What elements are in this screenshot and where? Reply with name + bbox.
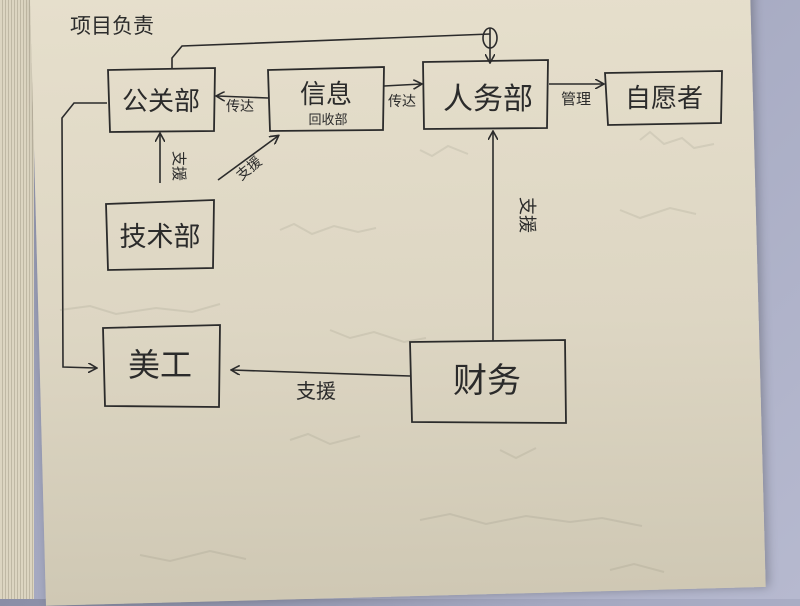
arrow-info-to-hr bbox=[383, 84, 421, 86]
label-info-to-pr: 传达 bbox=[226, 99, 254, 115]
node-info: 信息 bbox=[300, 80, 352, 110]
label-info-to-hr: 传达 bbox=[388, 94, 416, 110]
finance-box bbox=[409, 339, 567, 424]
tech-box bbox=[105, 199, 215, 271]
info-box bbox=[267, 66, 385, 132]
node-hr: 人务部 bbox=[443, 82, 533, 117]
volunteer-box bbox=[604, 70, 723, 126]
arrow-tech-to-info bbox=[217, 136, 278, 181]
label-tech-to-pr: 支援 bbox=[170, 151, 188, 181]
art-box bbox=[102, 324, 221, 408]
node-art: 美工 bbox=[128, 346, 192, 384]
node-tech: 技术部 bbox=[120, 222, 201, 253]
node-pr: 公关部 bbox=[122, 87, 200, 117]
label-hr-to-volunteer: 管理 bbox=[561, 90, 591, 108]
node-info-sub: 回收部 bbox=[308, 113, 347, 128]
arrow-pr-to-art bbox=[61, 102, 107, 368]
label-finance-to-hr: 支援 bbox=[516, 197, 537, 233]
hr-box bbox=[422, 59, 549, 130]
pr-box bbox=[107, 67, 216, 133]
arrow-info-to-pr bbox=[217, 96, 269, 98]
bleed-through-texture bbox=[59, 130, 715, 573]
label-tech-to-info: 支援 bbox=[234, 154, 266, 184]
node-finance: 财务 bbox=[453, 361, 521, 401]
top-link-line bbox=[171, 33, 491, 68]
notebook-page-edges bbox=[0, 0, 34, 599]
arrow-finance-to-art bbox=[232, 370, 411, 377]
label-finance-to-art: 支援 bbox=[296, 379, 336, 403]
diagram-title: 项目负责 bbox=[70, 14, 154, 38]
node-volunteer: 自愿者 bbox=[625, 84, 703, 114]
